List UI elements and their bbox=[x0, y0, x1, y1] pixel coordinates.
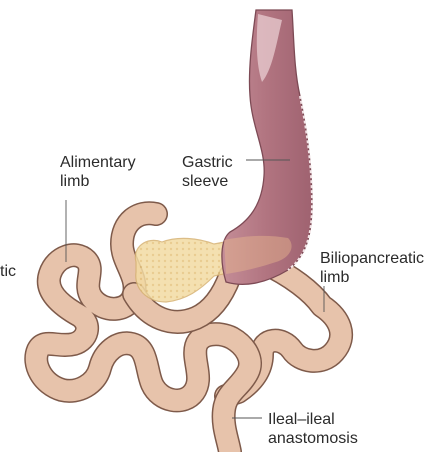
gastric-line1: Gastric bbox=[182, 153, 233, 172]
left-fragment-text: tic bbox=[0, 263, 16, 280]
alimentary-line2: limb bbox=[60, 172, 136, 191]
biliopancreatic-limb-label: Biliopancreatic limb bbox=[320, 249, 424, 287]
ileal-line1: Ileal–ileal bbox=[268, 410, 358, 429]
alimentary-line1: Alimentary bbox=[60, 153, 136, 172]
ileal-anastomosis-label: Ileal–ileal anastomosis bbox=[268, 410, 358, 448]
ileal-line2: anastomosis bbox=[268, 429, 358, 448]
left-fragment-label: tic bbox=[0, 262, 16, 281]
bilio-line2: limb bbox=[320, 268, 424, 287]
bilio-line1: Biliopancreatic bbox=[320, 249, 424, 268]
gastric-line2: sleeve bbox=[182, 172, 233, 191]
alimentary-limb-label: Alimentary limb bbox=[60, 153, 136, 191]
gastric-sleeve-label: Gastric sleeve bbox=[182, 153, 233, 191]
